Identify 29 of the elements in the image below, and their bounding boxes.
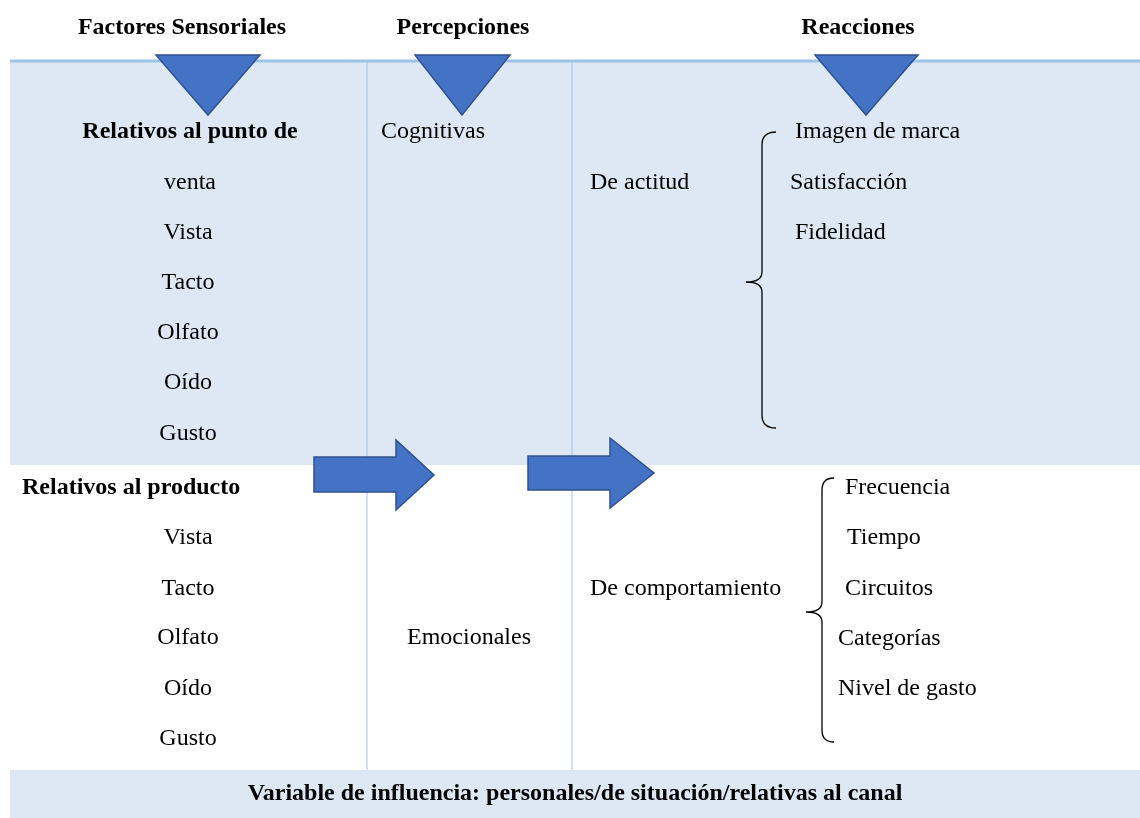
item-label: Olfato [157, 318, 219, 346]
item-label: Oído [164, 368, 212, 396]
category-label: De comportamiento [590, 574, 782, 602]
footer-note: Variable de influencia: personales/de situación/relativas al canal [247, 779, 903, 807]
item-label: Tacto [161, 268, 215, 296]
item-label: Vista [163, 218, 213, 246]
item-label: Satisfacción [790, 168, 908, 196]
column-header: Factores Sensoriales [77, 13, 287, 41]
column-header: Reacciones [801, 13, 915, 41]
item-label: venta [164, 168, 216, 196]
item-label: Frecuencia [845, 473, 951, 501]
column-header: Percepciones [396, 13, 530, 41]
item-label: Circuitos [845, 574, 933, 602]
item-label: Olfato [157, 623, 219, 651]
item-label: Vista [163, 523, 213, 551]
item-label: Tacto [161, 574, 215, 602]
item-label: Fidelidad [795, 218, 886, 246]
group-heading: Relativos al punto de [82, 117, 298, 145]
item-label: Gusto [159, 419, 217, 447]
item-label: Tiempo [847, 523, 921, 551]
item-label: Nivel de gasto [838, 674, 977, 702]
category-label: Emocionales [407, 623, 531, 651]
item-label: Oído [164, 674, 212, 702]
item-label: Categorías [838, 624, 941, 652]
item-label: Imagen de marca [795, 117, 961, 145]
category-label: De actitud [590, 168, 690, 196]
group-heading: Relativos al producto [22, 473, 241, 501]
category-label: Cognitivas [381, 117, 485, 145]
item-label: Gusto [159, 724, 217, 752]
